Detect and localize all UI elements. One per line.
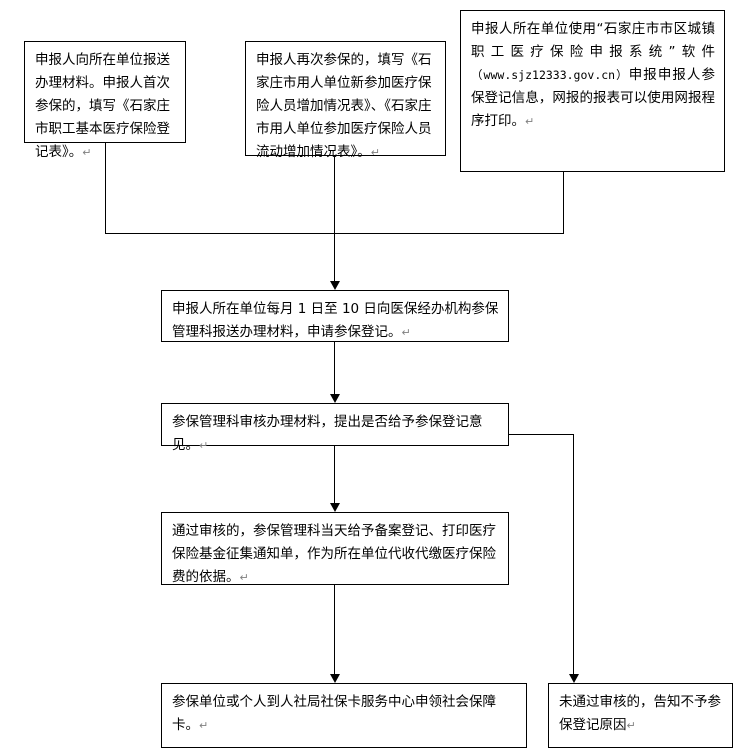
- arrowhead-rejected: [569, 674, 579, 683]
- pilcrow-mark: ↵: [370, 146, 380, 159]
- node-online-system-text: 申报人所在单位使用“石家庄市市区城镇职工医疗保险申报系统”软件（www.sjz1…: [471, 21, 715, 129]
- connector-online-system-down: [563, 172, 564, 234]
- node-social-card: 参保单位或个人到人社局社保卡服务中心申领社会保障卡。↵: [161, 683, 527, 748]
- pilcrow-mark: ↵: [82, 146, 92, 159]
- node-approved: 通过审核的，参保管理科当天给予备案登记、打印医疗保险基金征集通知单，作为所在单位…: [161, 512, 509, 585]
- connector-review-to-rejected-down: [573, 434, 574, 675]
- node-approved-text: 通过审核的，参保管理科当天给予备案登记、打印医疗保险基金征集通知单，作为所在单位…: [172, 523, 496, 585]
- connector-submit-monthly-to-review: [334, 342, 335, 395]
- pilcrow-mark: ↵: [199, 439, 209, 452]
- pilcrow-mark: ↵: [199, 719, 209, 732]
- node-report-materials-text: 申报人向所在单位报送办理材料。申报人首次参保的，填写《石家庄市职工基本医疗保险登…: [35, 52, 170, 160]
- connector-review-right: [509, 434, 573, 435]
- arrowhead-review: [330, 394, 340, 403]
- connector-reinsure-forms-down: [334, 156, 335, 234]
- node-online-system: 申报人所在单位使用“石家庄市市区城镇职工医疗保险申报系统”软件（www.sjz1…: [460, 10, 725, 172]
- pilcrow-mark: ↵: [525, 115, 535, 128]
- node-report-materials: 申报人向所在单位报送办理材料。申报人首次参保的，填写《石家庄市职工基本医疗保险登…: [24, 41, 186, 160]
- arrowhead-social-card: [330, 674, 340, 683]
- connector-approved-to-social-card: [334, 585, 335, 675]
- arrowhead-approved: [330, 503, 340, 512]
- node-review-text: 参保管理科审核办理材料，提出是否给予参保登记意见。↵: [172, 414, 483, 453]
- arrowhead-submit-monthly: [330, 281, 340, 290]
- node-reinsure-forms-text: 申报人再次参保的，填写《石家庄市用人单位新参加医疗保险人员增加情况表》、《石家庄…: [256, 52, 432, 160]
- pilcrow-mark: ↵: [401, 326, 411, 339]
- connector-report-materials-down: [105, 143, 106, 234]
- connector-merge-to-submit-monthly: [334, 233, 335, 282]
- pilcrow-mark: ↵: [239, 571, 249, 584]
- declaration-system-url: （www.sjz12333.gov.cn）: [471, 68, 629, 82]
- node-submit-monthly-text: 申报人所在单位每月 1 日至 10 日向医保经办机构参保管理科报送办理材料，申请…: [172, 301, 499, 340]
- connector-review-to-approved: [334, 446, 335, 504]
- node-review: 参保管理科审核办理材料，提出是否给予参保登记意见。↵: [161, 403, 509, 453]
- node-rejected-text: 未通过审核的，告知不予参保登记原因↵: [559, 694, 721, 733]
- node-submit-monthly: 申报人所在单位每月 1 日至 10 日向医保经办机构参保管理科报送办理材料，申请…: [161, 290, 509, 342]
- pilcrow-mark: ↵: [626, 719, 636, 732]
- node-social-card-text: 参保单位或个人到人社局社保卡服务中心申领社会保障卡。↵: [172, 694, 496, 733]
- node-reinsure-forms: 申报人再次参保的，填写《石家庄市用人单位新参加医疗保险人员增加情况表》、《石家庄…: [245, 41, 446, 160]
- node-rejected: 未通过审核的，告知不予参保登记原因↵: [548, 683, 733, 748]
